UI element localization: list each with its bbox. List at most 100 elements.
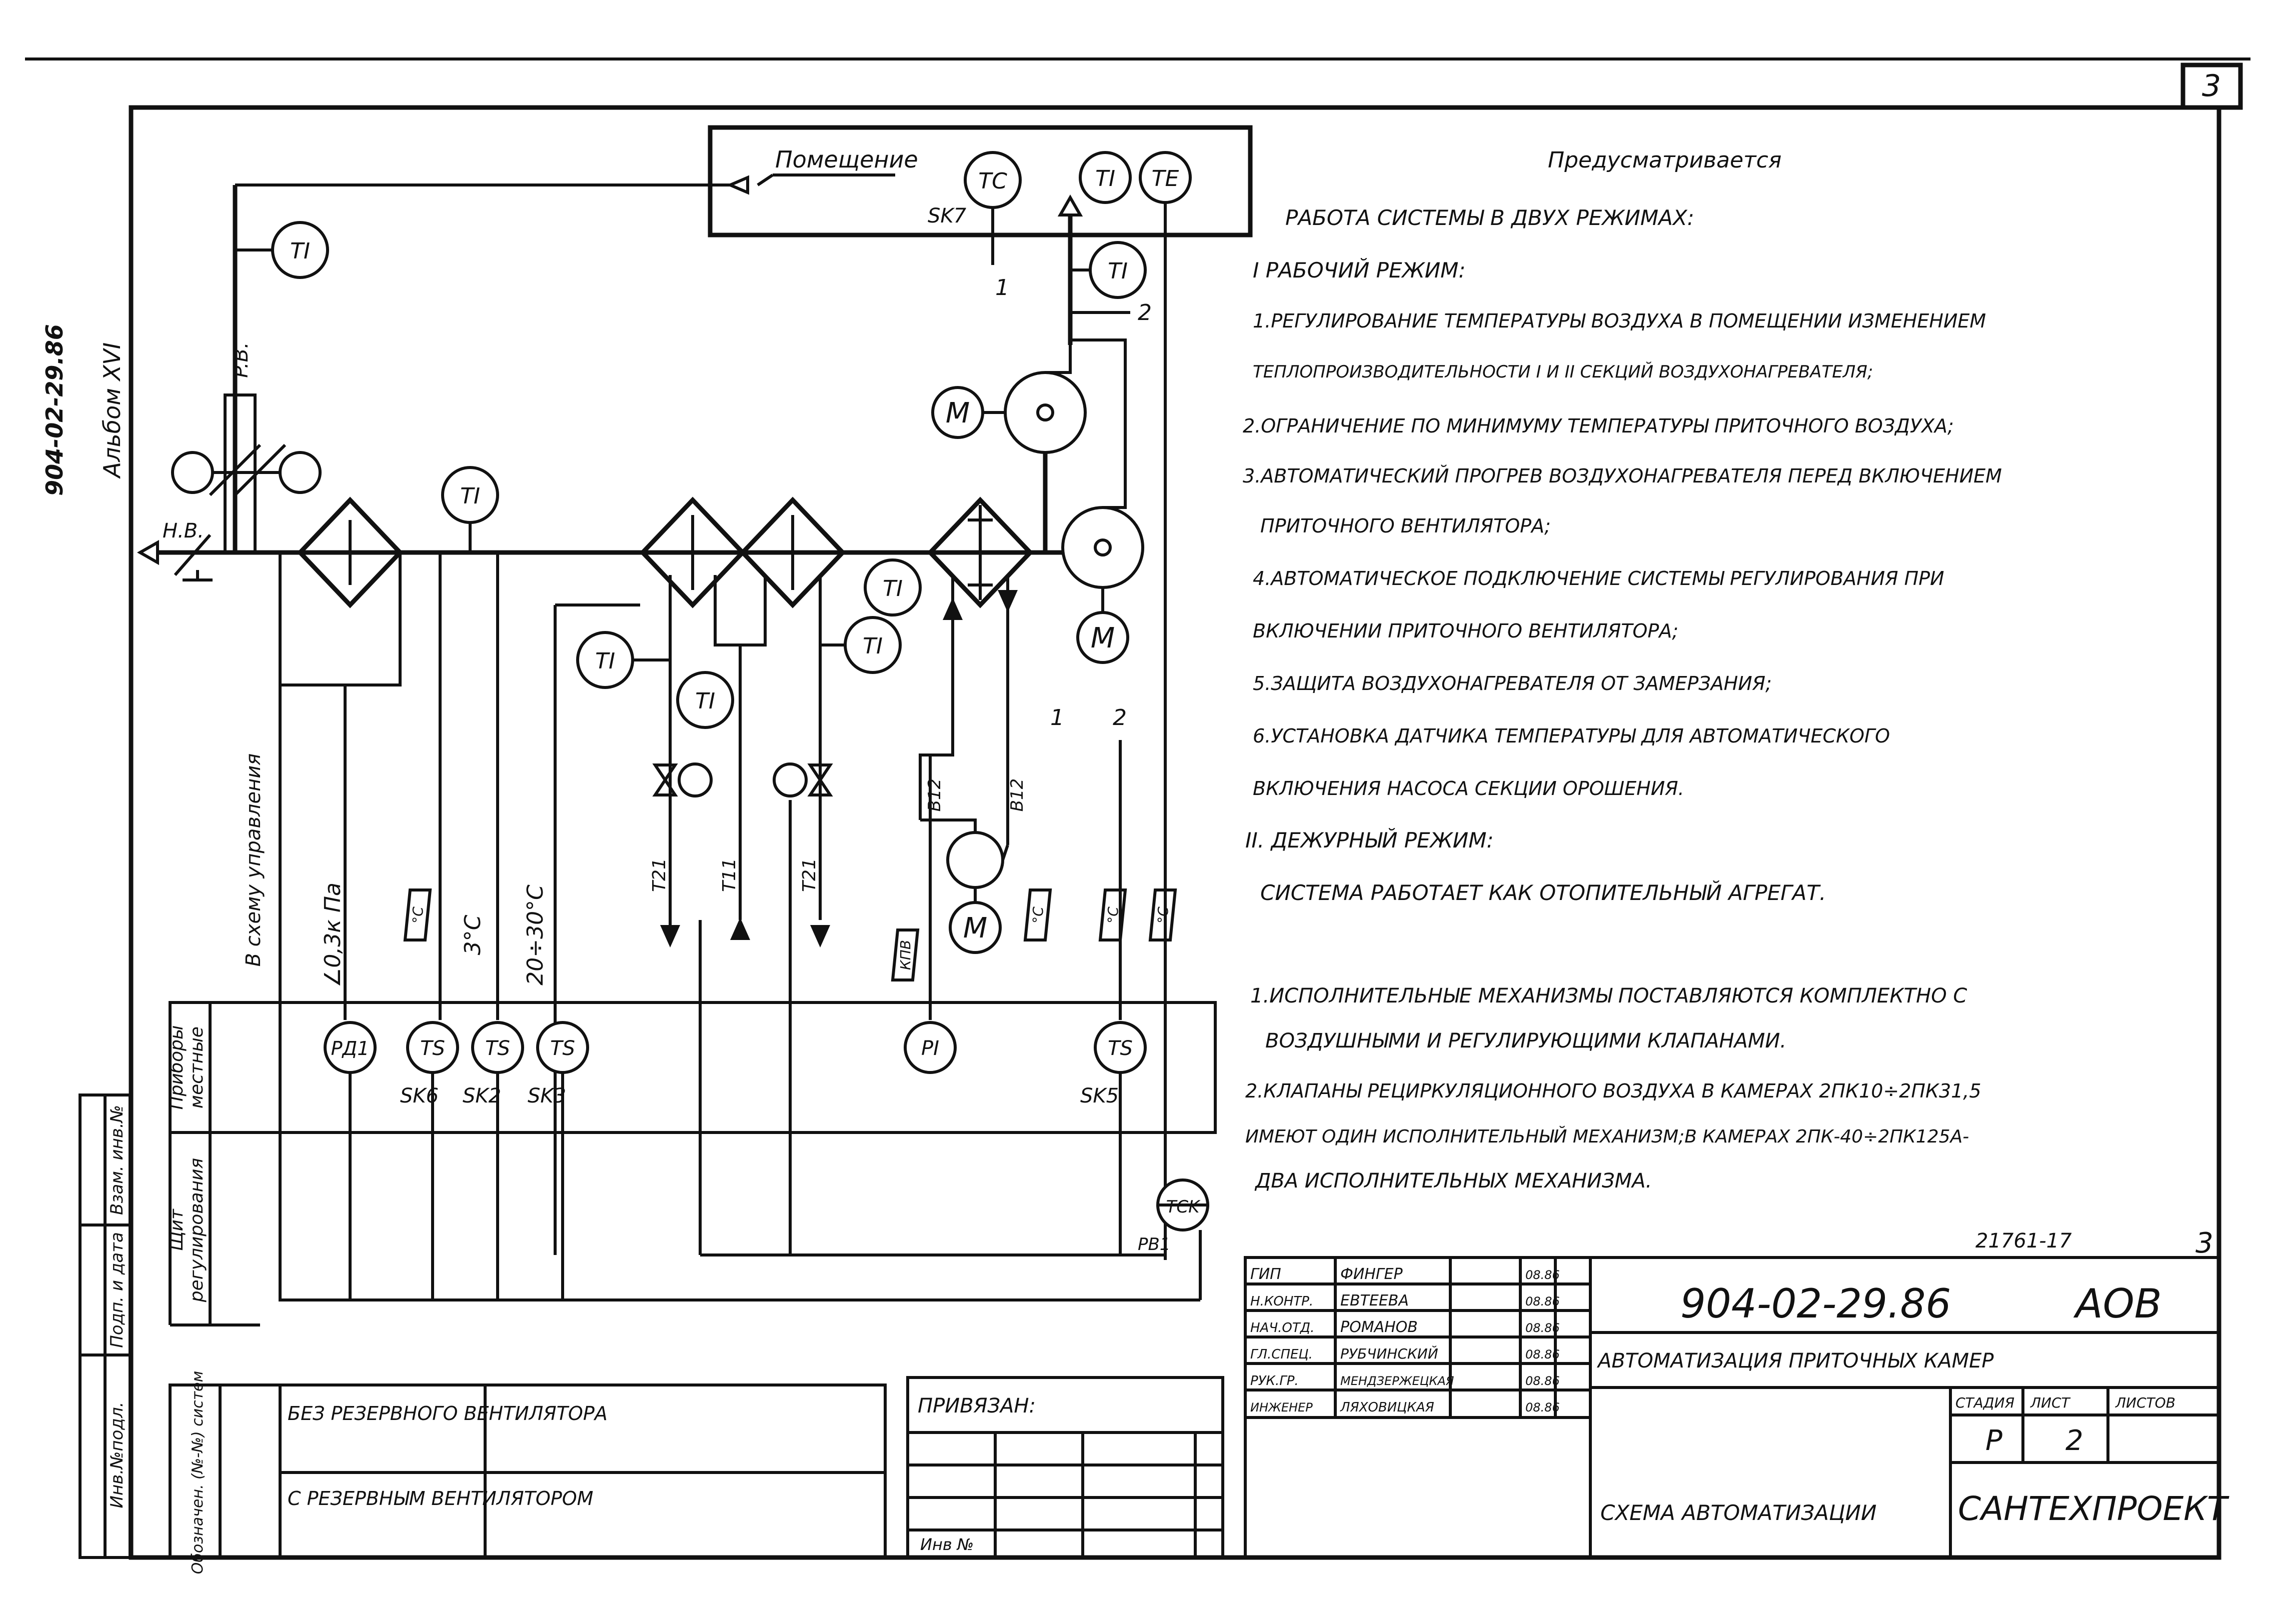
svg-text:°C: °C: [410, 906, 426, 924]
temp-3c-value: 3°C: [460, 914, 486, 955]
fan-2-motor-label: M: [1091, 622, 1115, 654]
notes-line-7: 4.Автоматическое подключение системы рег…: [1253, 568, 1944, 590]
t11-label: T11: [719, 858, 740, 892]
b12-label-right: B12: [1007, 778, 1027, 812]
binding-title: Привязан:: [918, 1394, 1036, 1418]
left-stamp: Взам. инв.№ Подп. и дата Инв.№подл.: [79, 1094, 132, 1559]
notes-line-4: 2.Ограничение по минимуму температуры пр…: [1243, 415, 1954, 437]
stage-header: Стадия: [1955, 1394, 2014, 1411]
svg-text:°C: °C: [1155, 906, 1171, 924]
temp-range-value: 20÷30°C: [523, 884, 548, 986]
fan-1-motor-label: M: [946, 397, 970, 430]
sheet-header: Лист: [2030, 1394, 2071, 1411]
ts-label-sk5: TS: [1108, 1037, 1133, 1060]
actuator-right-icon: [279, 451, 322, 494]
sig-role-4: Рук.гр.: [1250, 1374, 1299, 1388]
sheet-value: 2: [2065, 1424, 2083, 1457]
ti-label-heater-mid: TI: [695, 688, 715, 714]
legend-row-1: С резервным вентилятором: [288, 1488, 593, 1510]
notes-line-2: 1.Регулирование температуры воздуха в по…: [1253, 310, 1986, 332]
ti-circle-heater-mid: [676, 671, 734, 729]
title-block: 21761-17 3 ГИП Фингер 08.86 Н.контр. Евт…: [1244, 1227, 2229, 1559]
valve-left-actuator-icon: [678, 762, 713, 798]
ti-label-heater-left: TI: [595, 648, 615, 674]
binding-table: Привязан: Инв №: [906, 1376, 1224, 1559]
pi-circle: [904, 1021, 957, 1074]
sheet-number: 3: [2202, 68, 2221, 104]
ti-label-supply: TI: [1108, 258, 1128, 284]
drawing-title: Схема автоматизации: [1600, 1500, 1876, 1525]
room-label: Помещение: [775, 146, 918, 173]
sig-name-4: Мендзержецкая: [1340, 1374, 1454, 1388]
outdoor-air-inlet-icon: [137, 540, 159, 566]
notes-line-8: включении приточного вентилятора;: [1253, 620, 1678, 642]
sig-role-2: Нач.отд.: [1250, 1320, 1314, 1336]
local-instruments-row: [169, 1001, 1217, 1134]
valve-left-icon: [652, 764, 678, 796]
sk7-label: SK7: [928, 204, 967, 228]
footnote-0: 1.Исполнительные механизмы поставляются …: [1250, 984, 1967, 1008]
degc-symbol-3: °C: [1098, 888, 1127, 942]
sig-name-2: Романов: [1340, 1318, 1418, 1336]
notes-line-0: Работа системы в двух режимах:: [1285, 206, 1694, 230]
legend-header: Обозначен. (№-№) систем: [189, 1371, 207, 1574]
stamp-inv-original: Инв.№подл.: [107, 1402, 127, 1508]
local-row-label-1: Приборы: [167, 1026, 187, 1110]
svg-text:КПВ: КПВ: [897, 940, 914, 970]
footnote-1: воздушными и регулирующими клапанами.: [1265, 1030, 1786, 1052]
arrow-down-t21-right: [810, 925, 830, 948]
heater-2-icon: [739, 496, 846, 608]
automation-diagram: Помещение TI P.B. H.B. TI: [137, 125, 1253, 1326]
arrow-down-irrigation: [998, 590, 1018, 612]
ti-label-room: TI: [1095, 166, 1115, 192]
link-2-bottom: 2: [1113, 705, 1127, 730]
b12-label-left: B12: [925, 778, 945, 812]
panel-row-label-1: Щит: [167, 1208, 187, 1251]
stamp-sign-date: Подп. и дата: [107, 1232, 127, 1348]
footnote-2: 2.Клапаны рециркуляционного воздуха в ка…: [1245, 1080, 1981, 1102]
tc-label-room: TC: [978, 168, 1007, 194]
sk5-label: SK5: [1080, 1084, 1119, 1108]
svg-text:°C: °C: [1030, 906, 1046, 924]
ti-circle-irrigation: [864, 558, 922, 616]
ti-label-after-filter: TI: [460, 484, 480, 509]
arrow-down-t21-left: [660, 925, 680, 948]
degc-symbol-4: °C: [1148, 888, 1177, 942]
sig-date-0: 08.86: [1525, 1268, 1560, 1282]
sig-role-1: Н.контр.: [1250, 1294, 1313, 1309]
pb-label: P.B.: [230, 342, 253, 378]
kpb-symbol: КПВ: [891, 928, 920, 982]
sig-name-0: Фингер: [1340, 1266, 1403, 1283]
panel-row-label-2: регулирования: [187, 1158, 207, 1302]
notes-line-9: 5.Защита воздухонагревателя от замерзани…: [1253, 672, 1772, 694]
ts-label-sk6: TS: [420, 1037, 445, 1060]
stage-value: Р: [1985, 1424, 2002, 1457]
sk2-label: SK2: [463, 1084, 501, 1108]
pressure-value: ∠0,3к Па: [320, 882, 346, 988]
supply-air-outlet-icon: [1057, 194, 1083, 216]
title-code: 904-02-29.86: [1680, 1280, 1951, 1327]
sheets-header: Листов: [2115, 1394, 2175, 1411]
t21-label-right: T21: [799, 858, 820, 892]
svg-text:°C: °C: [1105, 906, 1121, 924]
arrow-up-irrigation: [943, 598, 963, 620]
footnote-3: имеют один исполнительный механизм;в кам…: [1245, 1126, 1969, 1147]
notes-line-13: Система работает как отопительный агрега…: [1260, 880, 1826, 905]
heater-1-icon: [639, 496, 746, 608]
notes-heading: Предусматривается: [1548, 148, 1781, 173]
sig-name-5: Ляховицкая: [1340, 1400, 1434, 1415]
link-2-top: 2: [1138, 300, 1152, 326]
irrigation-section-icon: [927, 496, 1034, 608]
pump-icon: [946, 831, 1004, 889]
stamp-replace-inv: Взам. инв.№: [107, 1105, 127, 1215]
ti-circle-room: [1079, 151, 1132, 204]
side-album: Альбом XVI: [99, 342, 126, 479]
notes-line-3: теплопроизводительности I и II секций во…: [1253, 362, 1873, 382]
sk3-label: SK3: [528, 1084, 566, 1108]
te-label-room: TE: [1152, 166, 1179, 192]
company-name: САНТЕХПРОЕКТ: [1958, 1490, 2229, 1528]
to-control-scheme-label: В схему управления: [242, 754, 265, 967]
binding-inv: Инв №: [920, 1535, 974, 1554]
legend-row-0: Без резервного вентилятора: [288, 1402, 608, 1424]
actuator-left-icon: [171, 451, 214, 494]
